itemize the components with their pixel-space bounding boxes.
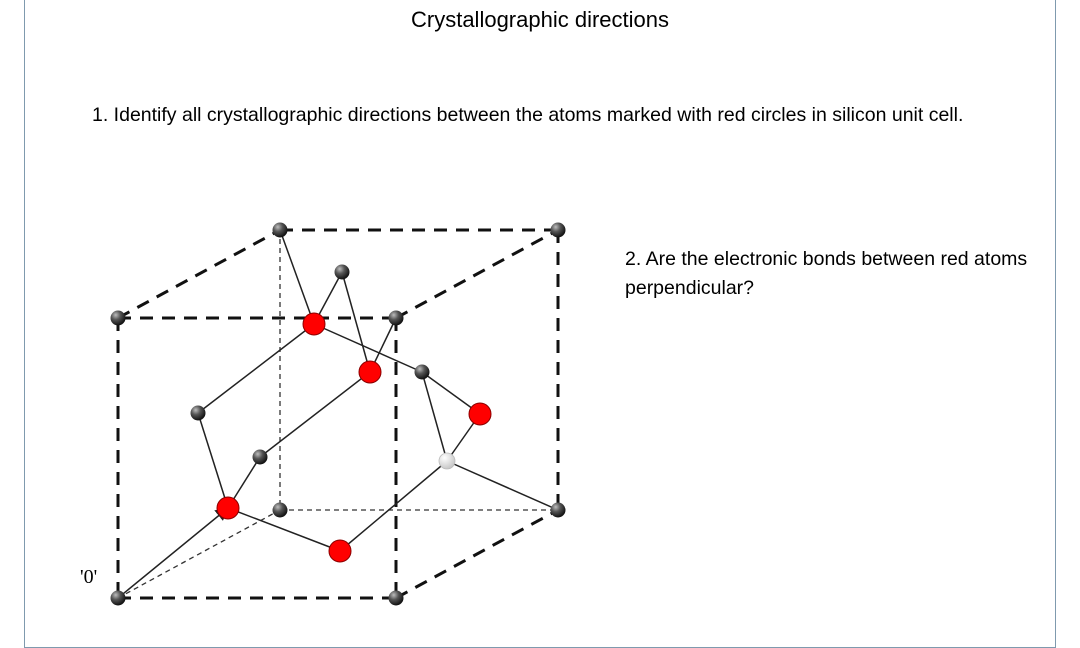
atom-black [272, 222, 288, 238]
atom-black [272, 502, 288, 518]
question-1-text: 1. Identify all crystallographic directi… [92, 104, 964, 126]
atom-black [334, 264, 350, 280]
slide-frame [24, 0, 1056, 648]
bond [421, 371, 481, 415]
origin-label: '0' [80, 566, 98, 588]
bond [279, 229, 315, 325]
atoms [110, 222, 566, 606]
atom-black [550, 222, 566, 238]
atom-black [388, 590, 404, 606]
bond [341, 271, 371, 373]
bond [197, 323, 315, 414]
cube-edge [395, 228, 559, 320]
atom-black [550, 502, 566, 518]
slide-title: Crystallographic directions [411, 7, 669, 32]
bond [421, 371, 448, 462]
atom-black [414, 364, 430, 380]
atom-black [388, 310, 404, 326]
unit-cell-edges [116, 228, 560, 600]
atom-white [438, 452, 456, 470]
atom-black [252, 449, 268, 465]
atom-red [328, 539, 352, 563]
atom-black [110, 310, 126, 326]
bond [227, 507, 341, 552]
bond [259, 371, 371, 458]
hidden-edges [117, 230, 558, 599]
atom-black [190, 405, 206, 421]
atom-red [358, 360, 382, 384]
bond [339, 460, 448, 552]
atomic-bonds [197, 229, 559, 552]
cube-edge [395, 508, 559, 600]
atom-red [302, 312, 326, 336]
cube-edge [117, 228, 281, 320]
origin-vector-arrow [117, 507, 230, 599]
bond [197, 412, 229, 509]
bond [313, 323, 423, 373]
question-2-text: 2. Are the electronic bonds between red … [625, 248, 1028, 299]
atom-black [110, 590, 126, 606]
atom-red [216, 496, 240, 520]
atom-red [468, 402, 492, 426]
hidden-edge [117, 509, 281, 599]
bond [446, 460, 559, 511]
